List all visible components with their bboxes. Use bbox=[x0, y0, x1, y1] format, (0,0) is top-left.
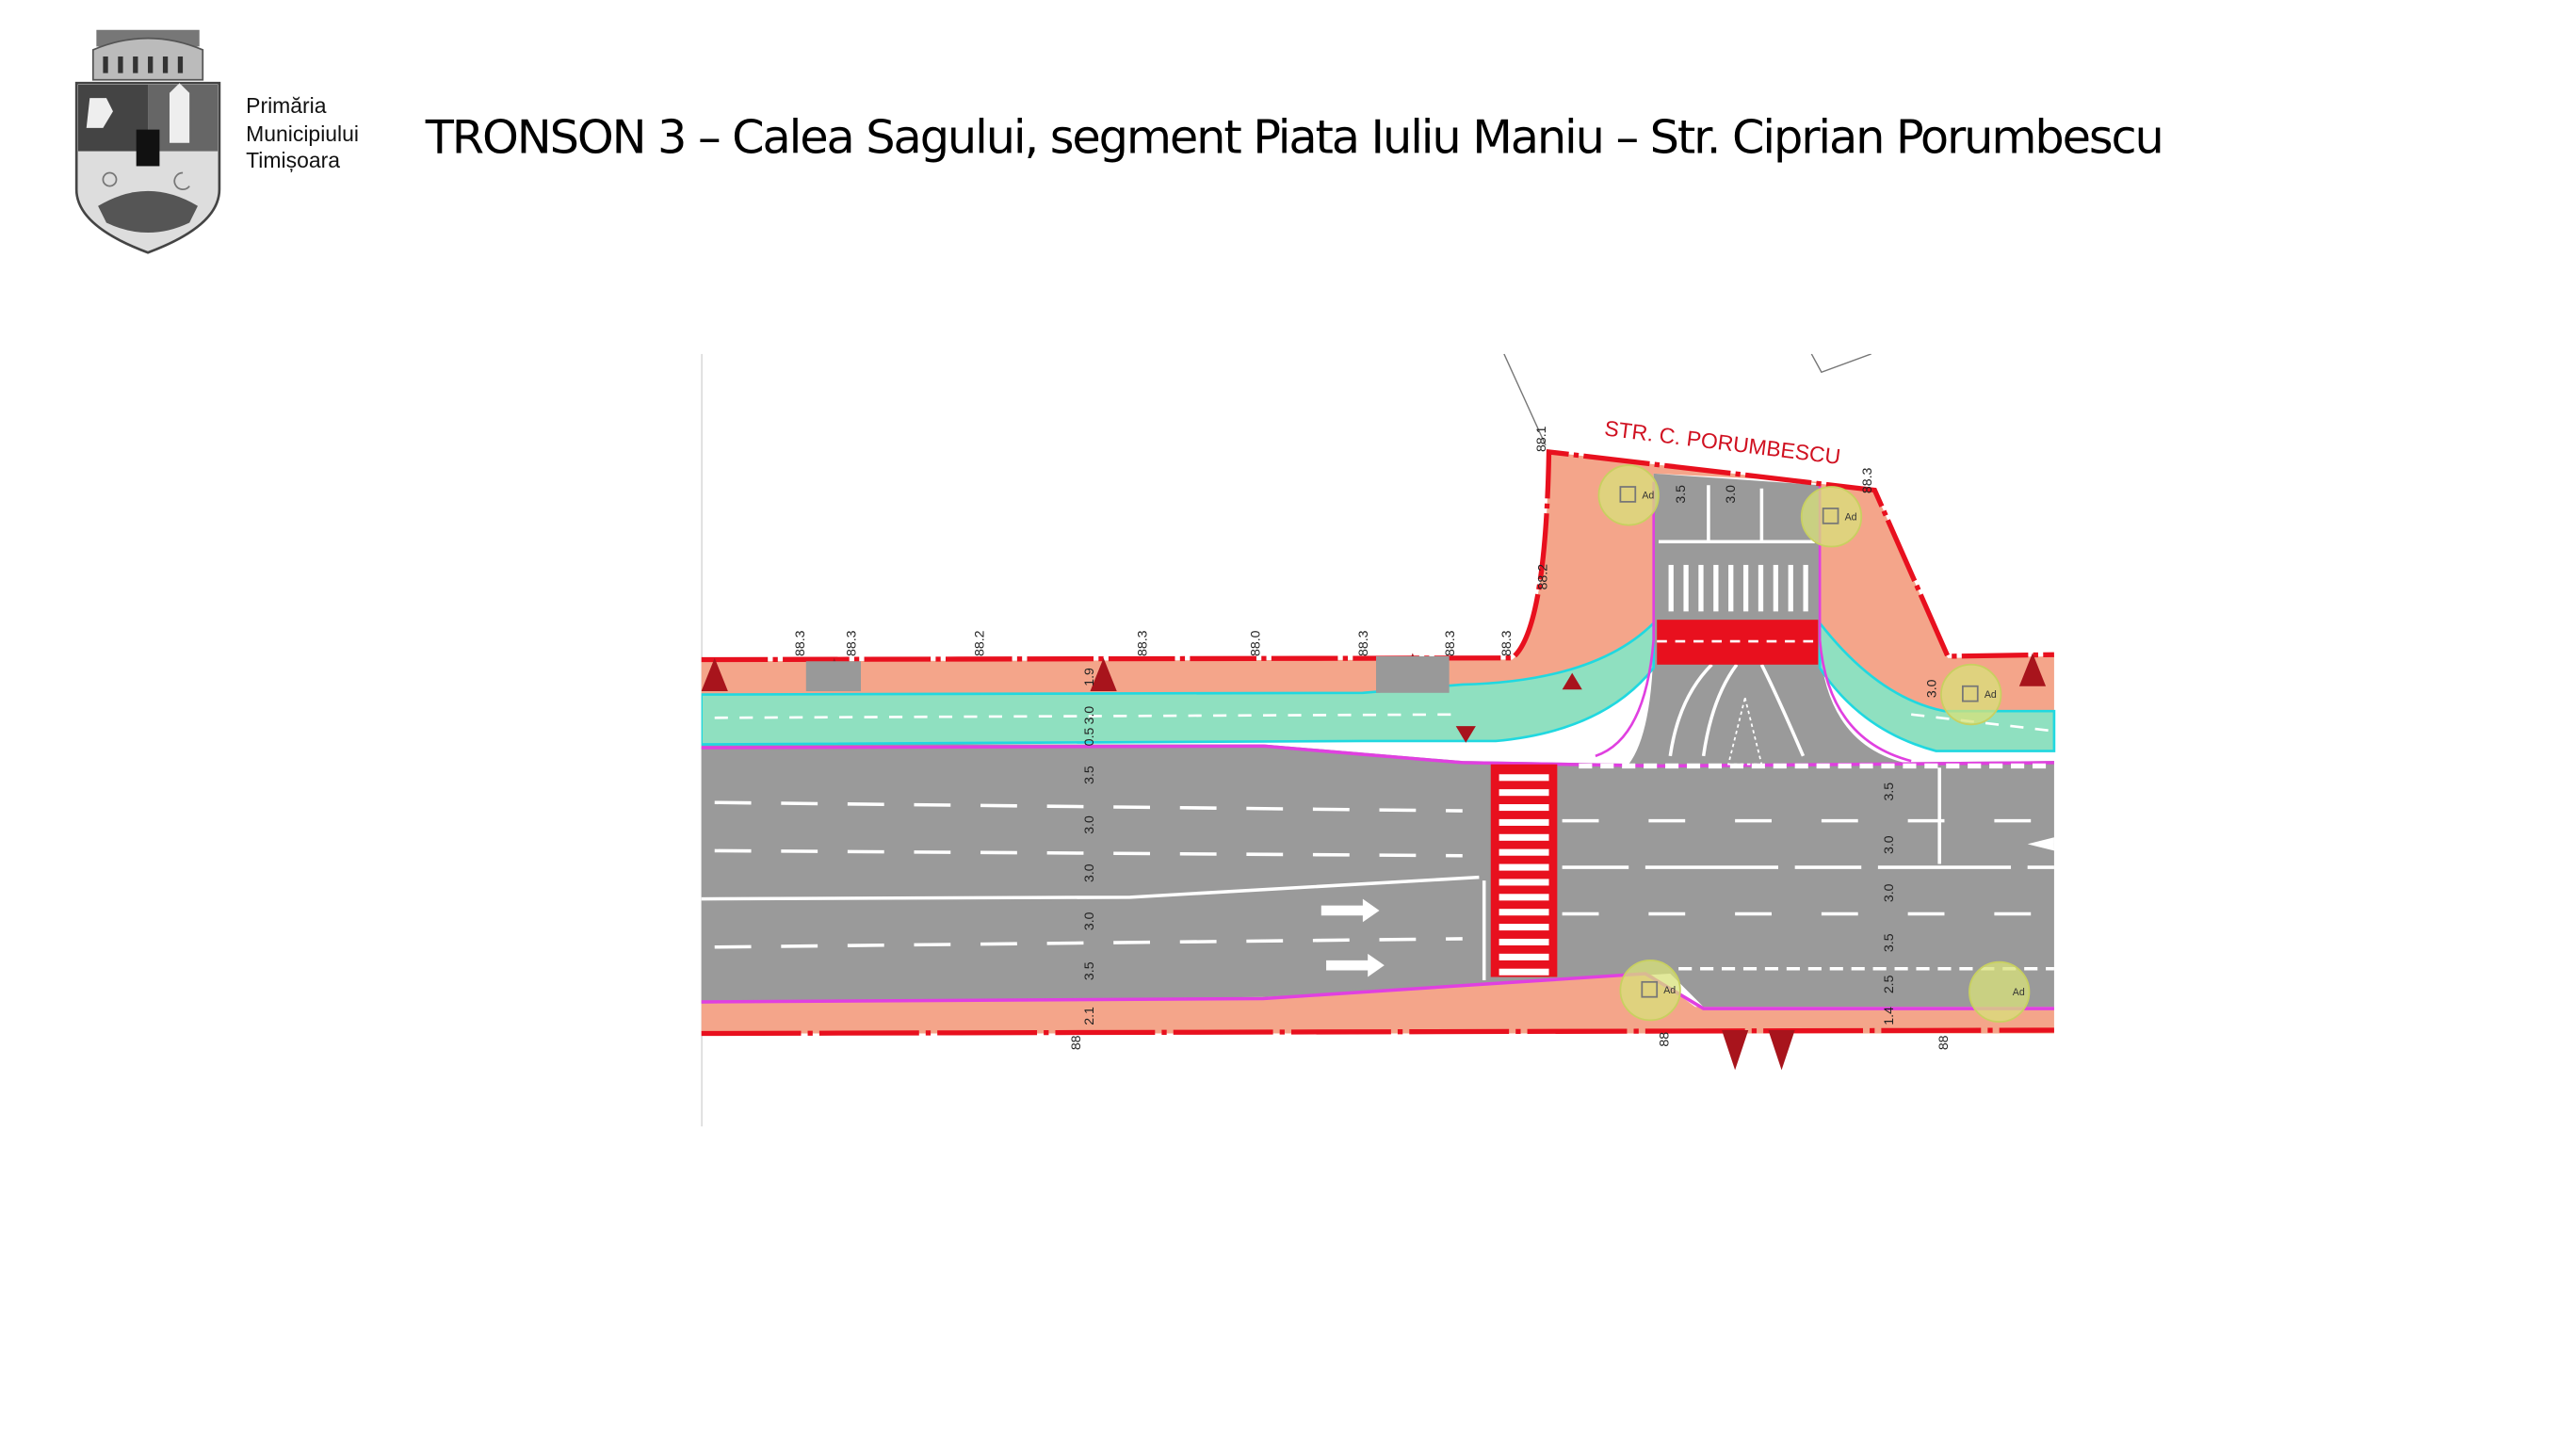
sign-label: Ad bbox=[2013, 987, 2025, 998]
triangle-marker bbox=[1455, 726, 1476, 743]
zebra-stripe bbox=[1499, 848, 1549, 856]
triangle-marker bbox=[701, 657, 728, 692]
zebra-stripe bbox=[1499, 968, 1549, 976]
zebra-stripe bbox=[1499, 909, 1549, 916]
elevation-label: 88.3 bbox=[1135, 630, 1150, 656]
elevation-label: 88.2 bbox=[1535, 564, 1550, 590]
org-line: Primăria bbox=[246, 92, 327, 119]
triangle-marker bbox=[1722, 1029, 1749, 1071]
zebra-stripe bbox=[1499, 863, 1549, 871]
triangle-marker bbox=[1562, 672, 1582, 690]
page-title: TRONSON 3 – Calea Sagului, segment Piata… bbox=[425, 109, 2164, 165]
dimension-label: 3.0 bbox=[1924, 679, 1939, 698]
dimension-label: 2.1 bbox=[1081, 1007, 1096, 1025]
elevation-label: 88.3 bbox=[1355, 630, 1370, 656]
tree-marker bbox=[1597, 464, 1660, 526]
elevation-label: 88.0 bbox=[1247, 630, 1262, 656]
dimension-label: 3.5 bbox=[1081, 961, 1096, 980]
tree-marker bbox=[1968, 960, 2031, 1024]
zebra-stripe bbox=[1499, 953, 1549, 960]
dimension-label: 3.0 bbox=[1081, 815, 1096, 834]
triangle-marker bbox=[1768, 1029, 1795, 1071]
elevation-label: 88.3 bbox=[792, 630, 807, 656]
dimension-label: 0.5 bbox=[1081, 727, 1096, 746]
side-street bbox=[1628, 473, 1912, 765]
dimension-label: 3.0 bbox=[1081, 863, 1096, 882]
dimension-label: 3.0 bbox=[1881, 835, 1896, 854]
bottom-sidewalk bbox=[701, 970, 2054, 1034]
zebra-stripe bbox=[1499, 924, 1549, 931]
sign-label: Ad bbox=[1663, 985, 1676, 996]
org-line: Municipiului bbox=[246, 120, 359, 146]
coat-of-arms-logo bbox=[74, 29, 221, 254]
dimension-label: 3.5 bbox=[1881, 933, 1896, 952]
dimension-label: 1.9 bbox=[1081, 668, 1096, 686]
dimension-label: 3.5 bbox=[1881, 783, 1896, 801]
elevation-label: 88.2 bbox=[972, 630, 987, 656]
organization-name: Primăria Municipiului Timișoara bbox=[246, 93, 359, 175]
org-line: Timișoara bbox=[246, 148, 341, 173]
zebra-stripe bbox=[1499, 774, 1549, 782]
dimension-label: 1.4 bbox=[1881, 1007, 1896, 1025]
tree-marker bbox=[1940, 663, 2002, 726]
zebra-stripe bbox=[1499, 833, 1549, 841]
dimension-label: 3.0 bbox=[1081, 912, 1096, 930]
tree-marker bbox=[1619, 959, 1681, 1022]
main-road bbox=[701, 744, 2054, 1008]
zebra-stripe bbox=[1499, 938, 1549, 946]
zebra-stripe bbox=[1499, 818, 1549, 826]
tree-marker bbox=[1800, 486, 1863, 548]
dimension-label: 3.0 bbox=[1723, 485, 1738, 504]
zebra-stripe bbox=[1499, 879, 1549, 886]
dimension-label: 2.5 bbox=[1881, 975, 1896, 993]
sign-label: Ad bbox=[1845, 511, 1857, 523]
elevation-label: 88 bbox=[1068, 1035, 1083, 1050]
sign-label: Ad bbox=[1985, 689, 1997, 701]
triangle-marker bbox=[1090, 657, 1117, 692]
dimension-label: 3.5 bbox=[1673, 485, 1688, 504]
bike-lane-right bbox=[1818, 619, 2056, 752]
elevation-label: 88.3 bbox=[1859, 467, 1874, 493]
zebra-stripe bbox=[1499, 894, 1549, 901]
triangle-marker bbox=[2018, 653, 2047, 686]
elevation-label: 88 bbox=[1936, 1035, 1951, 1050]
elevation-label: 88.3 bbox=[844, 630, 859, 656]
dimension-label: 3.0 bbox=[1881, 883, 1896, 902]
sign-label: Ad bbox=[1642, 490, 1654, 501]
elevation-label: 88.3 bbox=[1499, 630, 1514, 656]
elevation-label: 88.3 bbox=[1442, 630, 1457, 656]
elevation-label: 88.1 bbox=[1533, 426, 1548, 452]
zebra-stripe bbox=[1499, 804, 1549, 812]
dimension-label: 3.0 bbox=[1081, 706, 1096, 725]
zebra-stripe bbox=[1499, 789, 1549, 797]
dimension-label: 3.5 bbox=[1081, 766, 1096, 784]
elevation-label: 88 bbox=[1657, 1032, 1672, 1047]
